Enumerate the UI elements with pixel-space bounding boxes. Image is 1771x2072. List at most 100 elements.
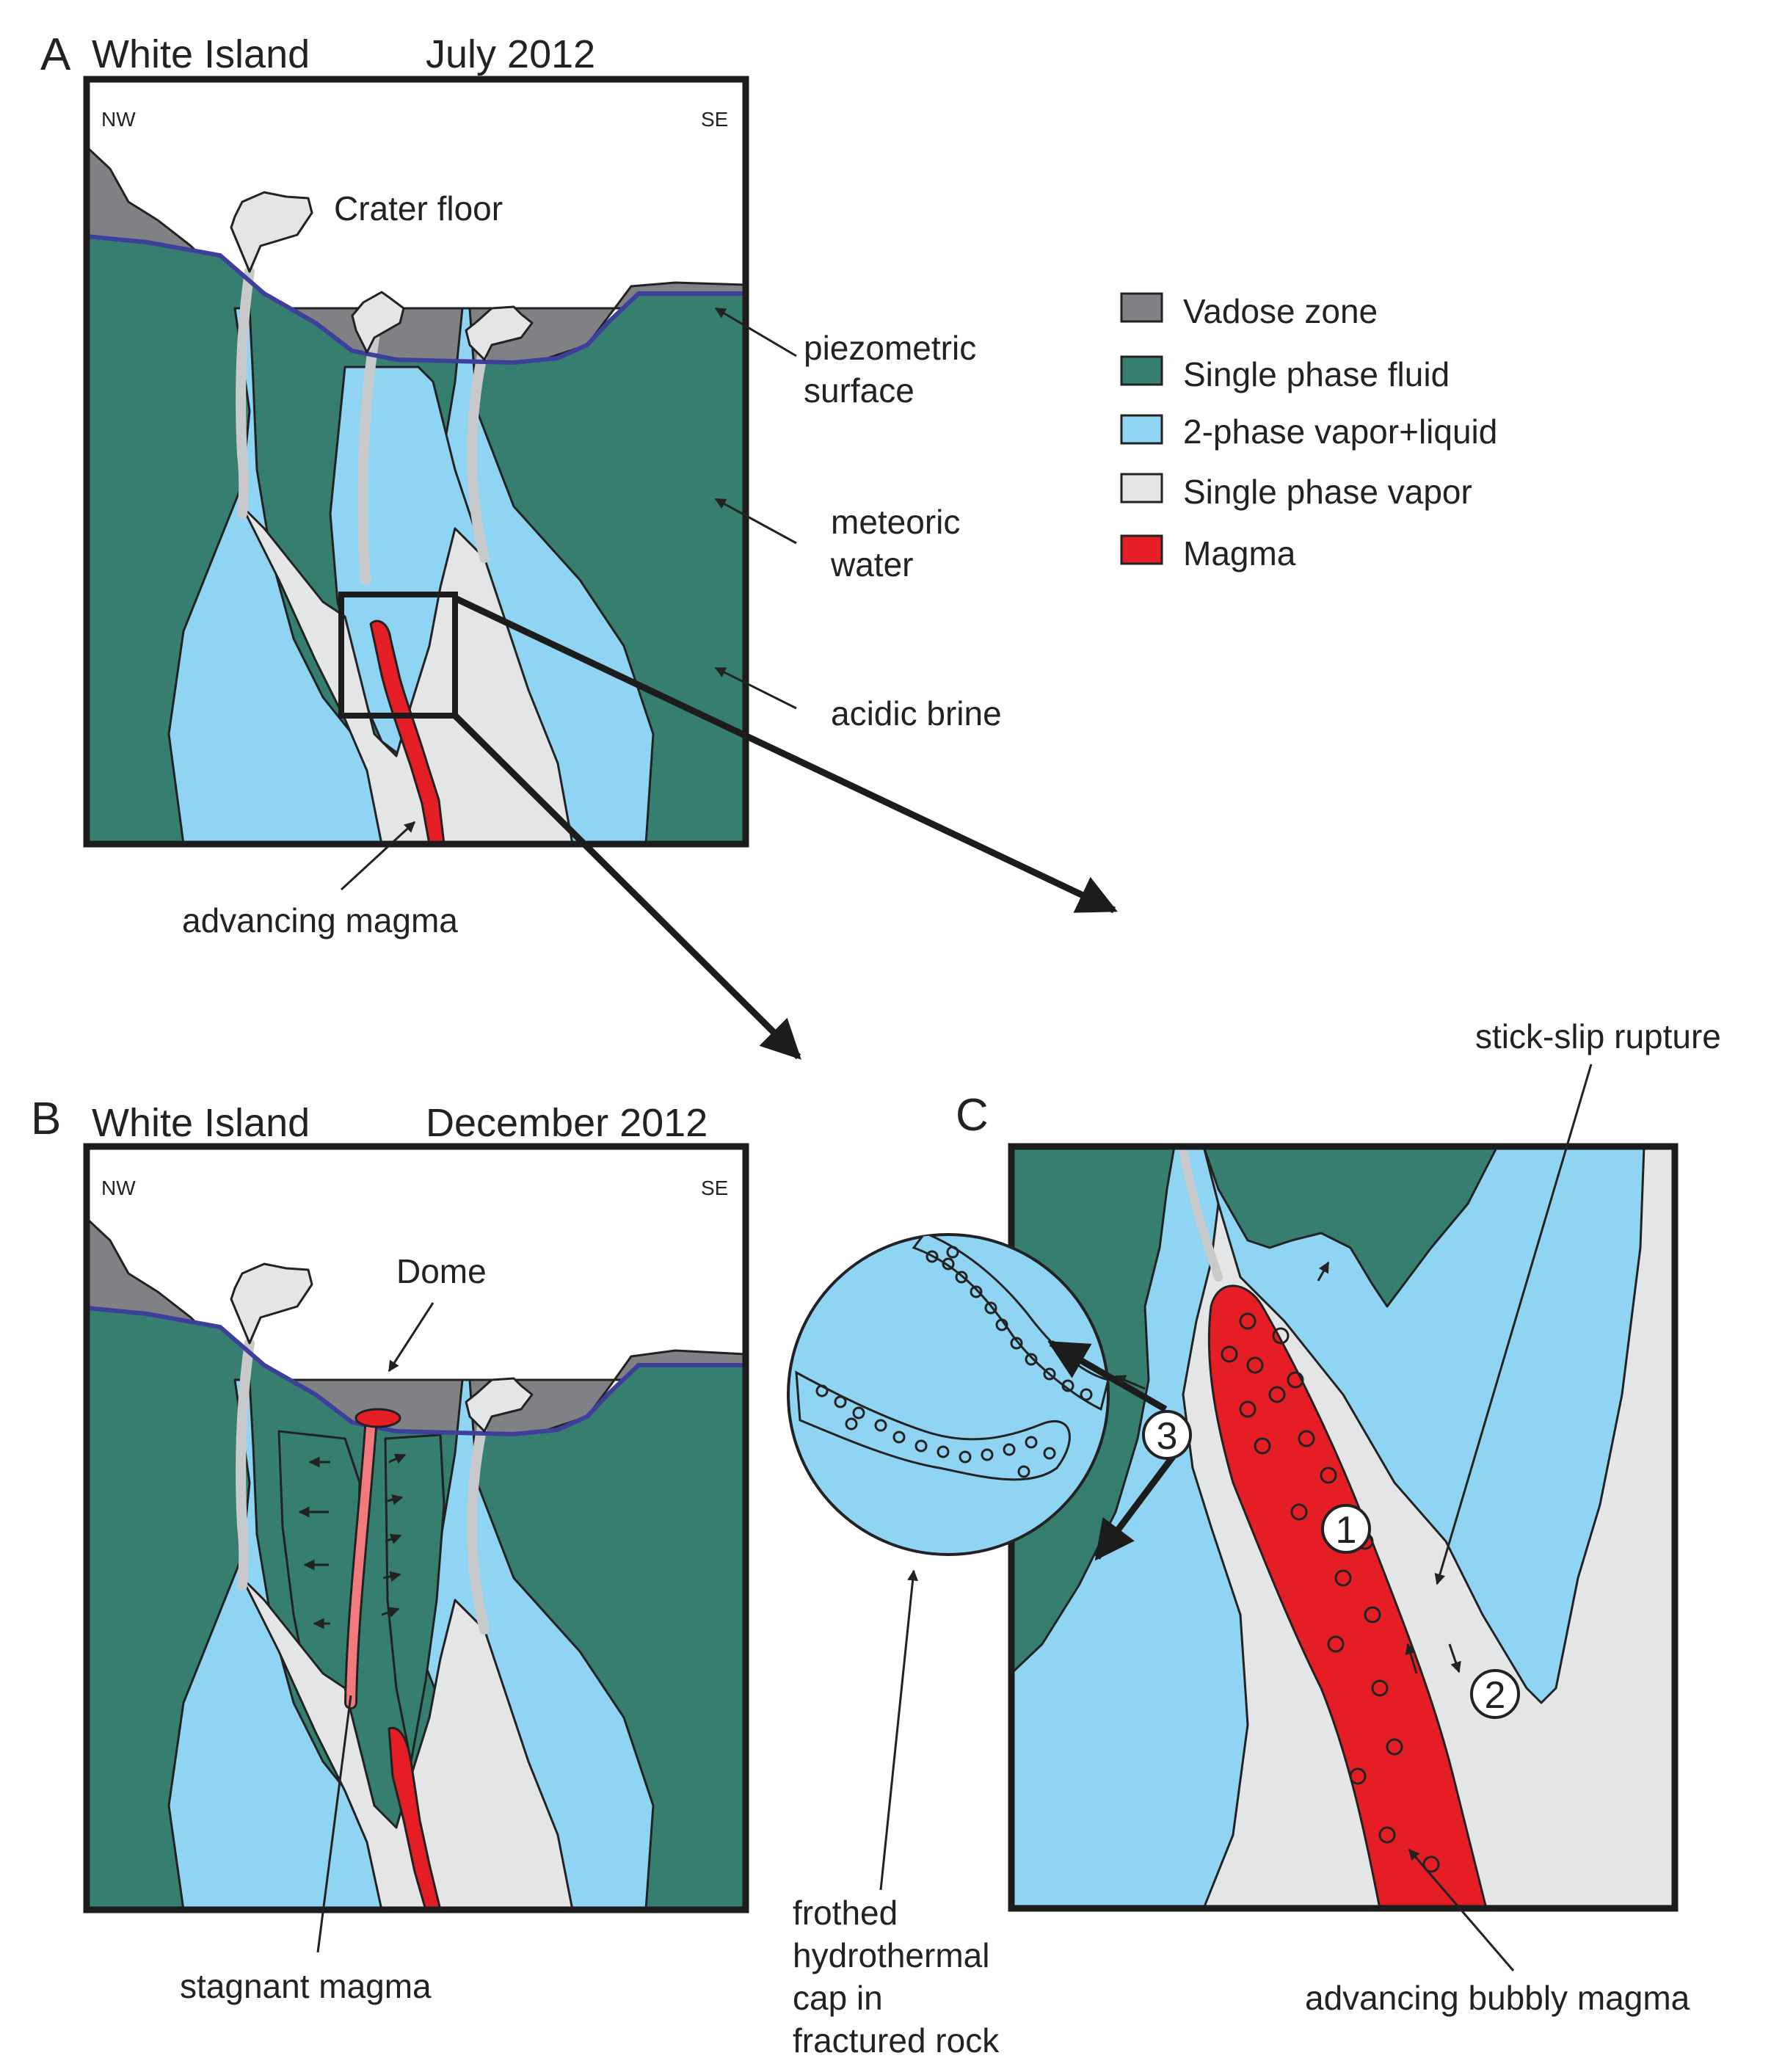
panel-a: A White Island July 2012 NW SE Crater fl… <box>40 29 1002 939</box>
panel-b-cross-section <box>87 1146 746 1910</box>
frothed-label-line4: fractured rock <box>793 2021 1000 2060</box>
legend-label: Magma <box>1183 534 1296 572</box>
piezometric-surface-line <box>87 1306 746 1437</box>
slip-arrow-up <box>1405 1643 1418 1674</box>
acidic-brine-label: acidic brine <box>831 694 1002 733</box>
piezometric-surface-line <box>87 234 746 366</box>
advancing-bubbly-leader <box>1408 1848 1515 1971</box>
marker-1-label: 1 <box>1336 1509 1357 1552</box>
panel-b-nw-label: NW <box>101 1177 136 1199</box>
marker-3-label: 3 <box>1157 1415 1178 1458</box>
legend-item: Vadose zone <box>1120 292 1378 330</box>
vapor-conduit-right <box>467 340 490 563</box>
crater-floor-label: Crater floor <box>334 189 503 228</box>
vapor-conduit-left <box>236 1338 255 1591</box>
panel-b: B White Island December 2012 NW SE Dome … <box>31 1094 749 2005</box>
vapor-conduit-left <box>236 266 255 519</box>
lava-dome <box>354 1408 401 1428</box>
vapor-cloud-3 <box>465 305 534 361</box>
meteoric-label-line1: meteoric <box>831 503 960 541</box>
fluid-flow-arrows <box>298 1453 407 1629</box>
zoom-arrow-down <box>452 713 801 1060</box>
legend-swatch <box>1120 292 1163 323</box>
vapor-region <box>241 505 574 844</box>
marker-3: 3 <box>1142 1410 1192 1460</box>
legend-swatch <box>1120 534 1163 565</box>
panel-b-se-label: SE <box>701 1177 728 1199</box>
single-fluid-inner-block-right <box>384 1433 446 1763</box>
meteoric-label-line2: water <box>830 545 913 584</box>
panel-a-se-label: SE <box>701 108 728 131</box>
magma-dike-lower <box>388 1726 442 1910</box>
piezometric-label-line2: surface <box>804 371 914 410</box>
panel-a-cross-section <box>87 79 746 844</box>
meteoric-leader <box>714 498 797 545</box>
panel-a-letter: A <box>40 29 71 80</box>
stagnant-magma-core <box>346 1423 375 1707</box>
legend-label: Single phase vapor <box>1183 473 1472 511</box>
legend-swatch <box>1120 473 1163 504</box>
stagnant-magma-label: stagnant magma <box>180 1967 432 2005</box>
stick-slip-leader <box>1434 1064 1593 1585</box>
legend-item: 2-phase vapor+liquid <box>1120 412 1497 451</box>
stagnant-magma-leader <box>316 1695 352 1953</box>
legend: Vadose zone Single phase fluid 2-phase v… <box>1120 292 1497 572</box>
panel-a-frame <box>83 76 749 848</box>
dome-leader <box>388 1302 434 1373</box>
frothed-label-line3: cap in <box>793 1979 883 2017</box>
stick-slip-label: stick-slip rupture <box>1475 1017 1721 1055</box>
legend-item: Magma <box>1120 534 1296 572</box>
zoom-arrow-right <box>454 595 1118 914</box>
advancing-magma-label: advancing magma <box>182 901 458 939</box>
panel-b-date: December 2012 <box>426 1101 708 1145</box>
single-phase-fluid-block-right <box>1202 1146 1499 1308</box>
bubbly-magma-dike <box>1207 1284 1488 1908</box>
legend-label: Vadose zone <box>1183 292 1378 330</box>
legend-swatch <box>1120 414 1163 445</box>
advancing-magma-leader <box>340 821 416 891</box>
marker-2-label: 2 <box>1485 1674 1506 1717</box>
froth-arrow-upper <box>1047 1340 1168 1412</box>
vapor-region <box>241 1577 574 1910</box>
piezometric-leader <box>714 307 797 357</box>
panel-c-letter: C <box>956 1090 989 1141</box>
froth-arrow-lower <box>1094 1453 1177 1561</box>
advancing-bubbly-magma-label: advancing bubbly magma <box>1305 1979 1690 2017</box>
froth-arrow-small <box>1114 1375 1146 1390</box>
vapor-cloud-2 <box>351 291 405 354</box>
fluid-block-arrow <box>1317 1261 1330 1282</box>
frothed-leader <box>879 1569 919 1891</box>
panel-a-nw-label: NW <box>101 108 136 131</box>
marker-2: 2 <box>1470 1669 1520 1719</box>
zoom-box <box>338 592 458 719</box>
vapor-conduit-right <box>467 1411 490 1635</box>
marker-1: 1 <box>1321 1504 1371 1554</box>
vapor-conduit <box>1179 1146 1223 1282</box>
panel-c: C <box>787 1017 1721 2060</box>
dome-label: Dome <box>396 1252 487 1290</box>
legend-item: Single phase fluid <box>1120 355 1450 393</box>
vapor-conduit-center <box>357 332 379 585</box>
two-phase-region-right <box>1202 1146 1645 1704</box>
froth-fracture-lower <box>795 1370 1071 1481</box>
legend-swatch <box>1120 355 1163 386</box>
panel-b-location: White Island <box>92 1101 310 1145</box>
frothed-label-line1: frothed <box>793 1894 898 1932</box>
legend-label: Single phase fluid <box>1183 355 1450 393</box>
legend-label: 2-phase vapor+liquid <box>1183 412 1497 451</box>
vapor-cloud-3 <box>465 1377 534 1433</box>
panel-b-frame <box>83 1143 749 1913</box>
magma-bubbles <box>1221 1312 1440 1873</box>
vapor-cloud-1 <box>230 191 313 273</box>
frothed-label-line2: hydrothermal <box>793 1936 989 1974</box>
legend-item: Single phase vapor <box>1120 473 1472 511</box>
acidic-brine-leader <box>714 666 797 710</box>
froth-zoom-circle <box>787 1233 1110 1556</box>
panel-b-letter: B <box>31 1094 61 1144</box>
panel-a-location: White Island <box>92 32 310 76</box>
panel-a-date: July 2012 <box>426 32 595 76</box>
slip-arrow-down <box>1448 1643 1461 1673</box>
vapor-cloud-1 <box>230 1262 313 1345</box>
piezometric-label-line1: piezometric <box>804 329 976 367</box>
